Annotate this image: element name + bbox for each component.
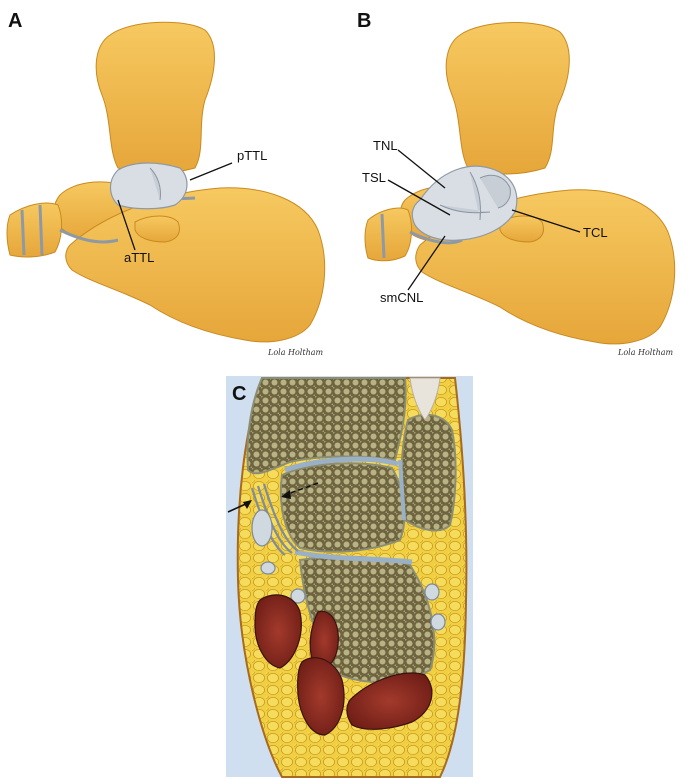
leader-smcnl xyxy=(407,235,446,291)
panel-a-letter: A xyxy=(8,10,22,32)
talus-upper-b xyxy=(445,22,570,175)
talus-upper-a xyxy=(95,21,215,174)
signature-a: Lola Holtham xyxy=(267,348,323,357)
tibia-c xyxy=(246,377,407,475)
leader-pttl xyxy=(189,162,233,181)
arrow-left xyxy=(227,500,252,513)
muscle-1 xyxy=(254,594,302,669)
ttl-ligament-a xyxy=(109,162,188,210)
sustentaculum-a xyxy=(134,215,180,243)
tendon-top-c xyxy=(409,377,441,421)
label-smcnl: smCNL xyxy=(380,290,423,305)
label-tnl: TNL xyxy=(373,138,398,153)
leader-tnl xyxy=(397,149,446,189)
fibula-c xyxy=(400,413,457,532)
tendon-medial-3 xyxy=(290,588,306,604)
leader-attl xyxy=(117,199,136,251)
tendon-lateral-1 xyxy=(424,583,440,601)
tendon-lateral-2 xyxy=(430,613,446,631)
talus-c xyxy=(279,462,406,553)
panel-b-letter: B xyxy=(357,10,371,32)
tendon-medial-2 xyxy=(260,561,276,575)
panel-b: B TNL TSL TCL smCNL Lola Holtham xyxy=(357,10,676,357)
tendon-medial-1 xyxy=(251,509,273,547)
leader-tcl xyxy=(511,209,581,233)
sustentaculum-b xyxy=(499,215,544,243)
panel-c-letter: C xyxy=(232,383,246,405)
arrow-right xyxy=(281,482,319,499)
label-tcl: TCL xyxy=(583,225,608,240)
muscle-3 xyxy=(297,657,345,736)
label-pttl: pTTL xyxy=(237,148,267,163)
panel-c: C xyxy=(226,376,473,778)
panel-a: A pTTL aTTL Lola Holtham xyxy=(6,10,326,357)
phalanx-b xyxy=(364,207,413,262)
muscle-4 xyxy=(346,672,433,730)
signature-b: Lola Holtham xyxy=(617,348,673,357)
label-tsl: TSL xyxy=(362,170,386,185)
label-attl: aTTL xyxy=(124,250,154,265)
phalanx-a xyxy=(6,202,63,258)
calcaneus-a xyxy=(65,187,326,343)
leader-tsl xyxy=(387,179,451,216)
